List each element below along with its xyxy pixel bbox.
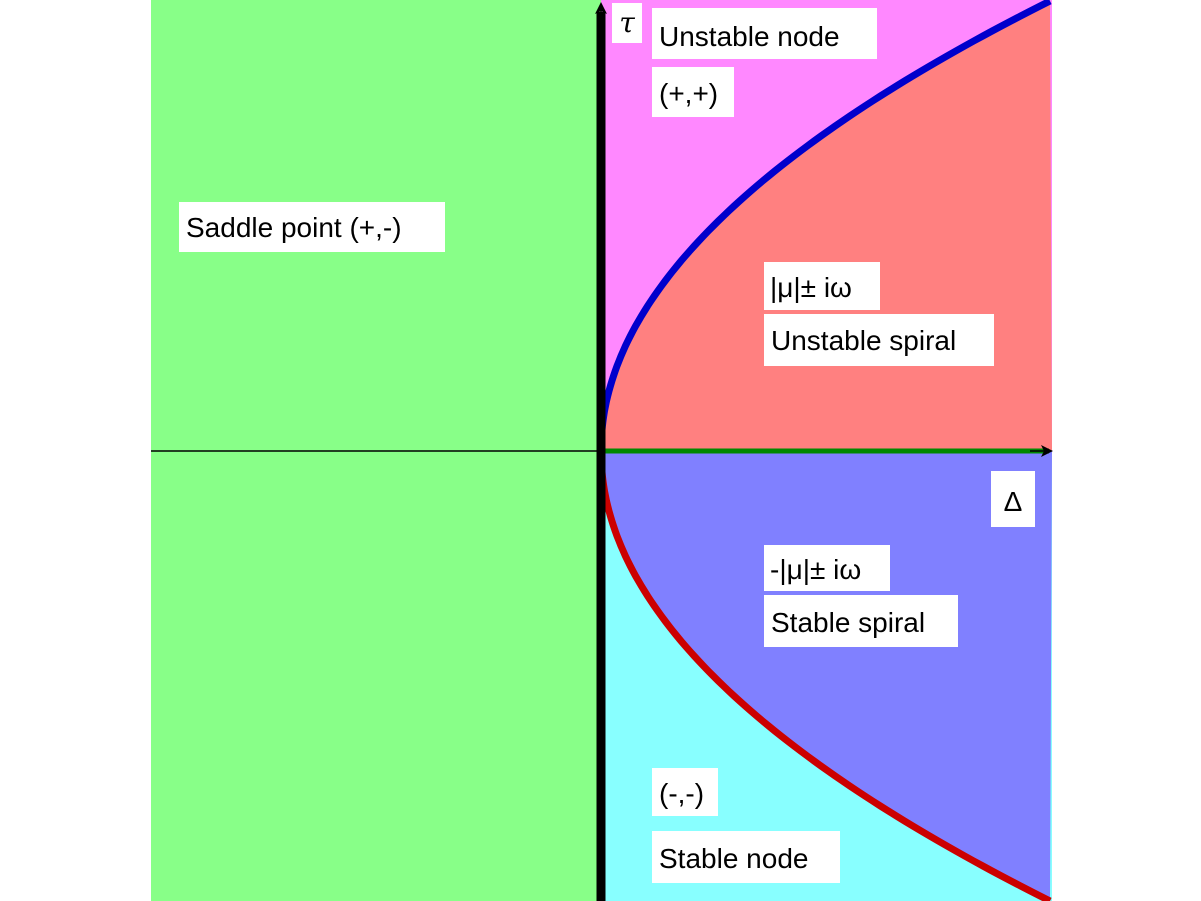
unstable-spiral-eig-box bbox=[764, 262, 880, 310]
saddle-label-box bbox=[179, 202, 445, 252]
stable-node-sign-box bbox=[652, 768, 718, 816]
stable-node-label: Stable node bbox=[659, 843, 808, 874]
delta-axis-label: Δ bbox=[1004, 486, 1023, 517]
saddle-label: Saddle point (+,-) bbox=[186, 212, 402, 243]
stable-spiral-label-box bbox=[764, 595, 958, 647]
stable-spiral-eig-box bbox=[764, 545, 890, 591]
lower-spiral-node-boundary bbox=[597, 450, 1052, 901]
stable-spiral-eigenvalue: -|μ|± iω bbox=[770, 554, 861, 585]
unstable-node-sign-box bbox=[652, 67, 734, 117]
delta-label-box bbox=[991, 471, 1035, 527]
stable-node-sign: (-,-) bbox=[659, 778, 704, 809]
stable-spiral-region bbox=[601, 451, 1052, 901]
stable-spiral-label: Stable spiral bbox=[771, 607, 925, 638]
unstable-spiral-label: Unstable spiral bbox=[771, 325, 956, 356]
unstable-spiral-label-box bbox=[764, 314, 994, 366]
unstable-spiral-eigenvalue: |μ|± iω bbox=[770, 272, 852, 303]
unstable-node-label-box bbox=[652, 8, 877, 59]
unstable-node-sign: (+,+) bbox=[659, 78, 718, 109]
upper-spiral-node-boundary bbox=[597, 0, 1052, 452]
tau-label-box bbox=[612, 3, 642, 43]
tau-axis-label: τ bbox=[619, 6, 635, 39]
unstable-node-label: Unstable node bbox=[659, 21, 840, 52]
stable-node-label-box bbox=[652, 831, 840, 883]
